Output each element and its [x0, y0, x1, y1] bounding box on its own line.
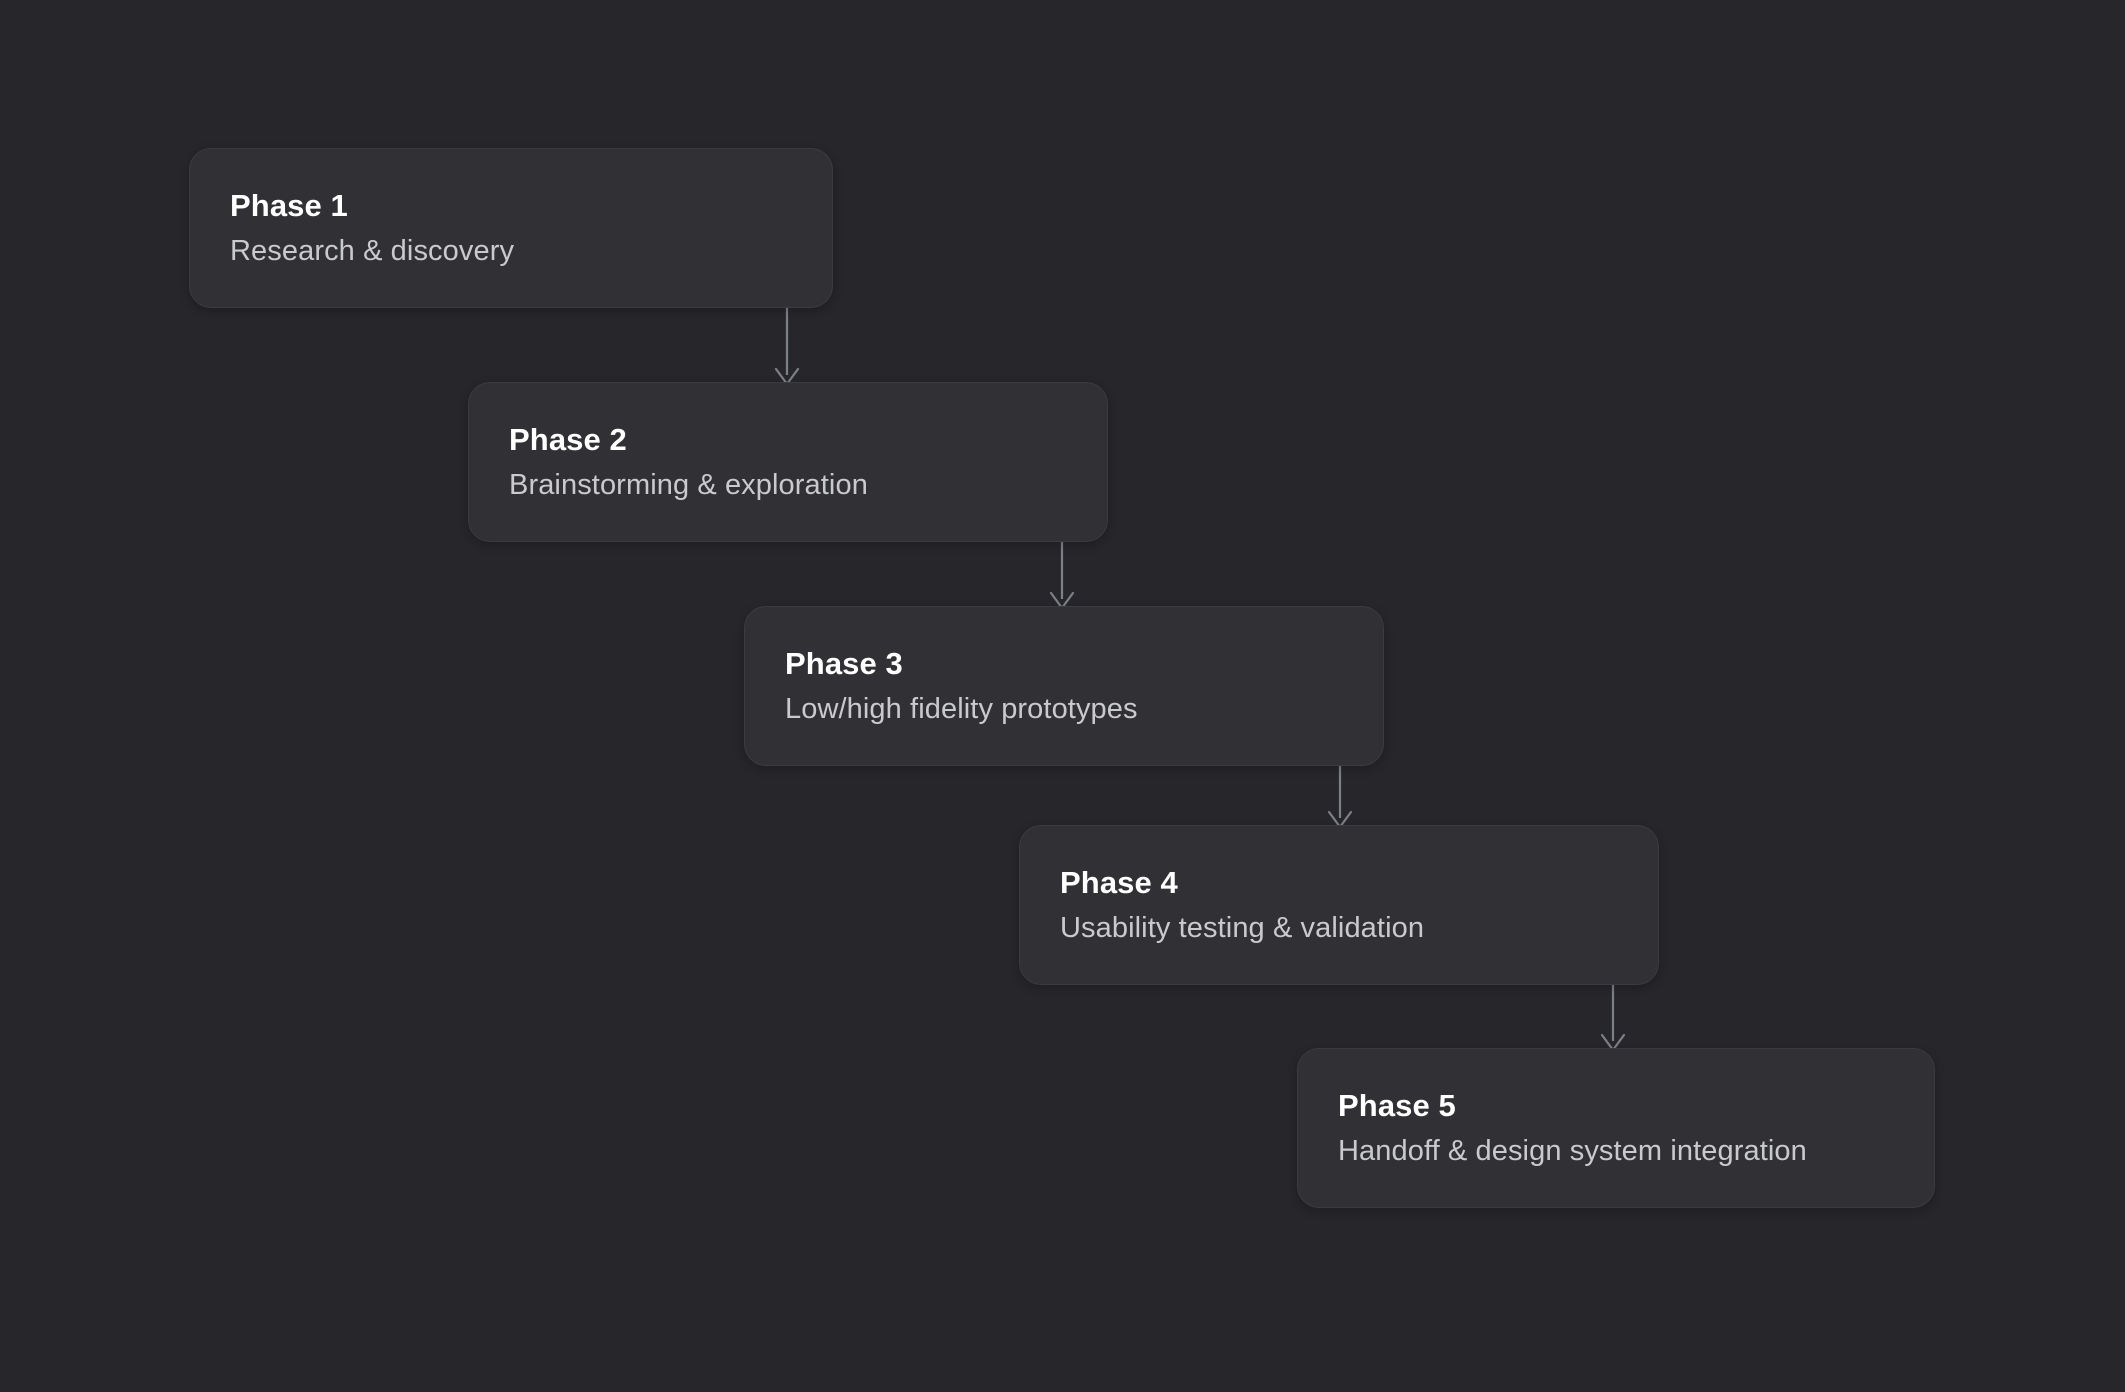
connector-arrow-1 — [774, 308, 800, 386]
phase-card-title: Phase 4 — [1060, 864, 1178, 900]
phase-card-title: Phase 1 — [230, 187, 348, 223]
connector-arrow-4 — [1600, 985, 1626, 1052]
phase-card-title: Phase 3 — [785, 645, 903, 681]
phase-card-subtitle: Brainstorming & exploration — [509, 469, 868, 502]
phase-card-subtitle: Research & discovery — [230, 235, 515, 268]
phase-card-1[interactable]: Phase 1 Research & discovery — [189, 148, 833, 308]
phase-card-3[interactable]: Phase 3 Low/high fidelity prototypes — [744, 606, 1384, 766]
phase-card-title: Phase 5 — [1338, 1087, 1456, 1123]
phase-card-2[interactable]: Phase 2 Brainstorming & exploration — [468, 382, 1108, 542]
phase-card-subtitle: Usability testing & validation — [1060, 912, 1425, 945]
phase-card-title: Phase 2 — [509, 421, 627, 457]
phase-card-4[interactable]: Phase 4 Usability testing & validation — [1019, 825, 1659, 985]
connector-arrow-3 — [1327, 766, 1353, 829]
phase-card-5[interactable]: Phase 5 Handoff & design system integrati… — [1297, 1048, 1935, 1208]
phase-card-subtitle: Handoff & design system integration — [1338, 1135, 1807, 1168]
connector-arrow-2 — [1049, 542, 1075, 610]
phase-card-subtitle: Low/high fidelity prototypes — [785, 693, 1138, 726]
